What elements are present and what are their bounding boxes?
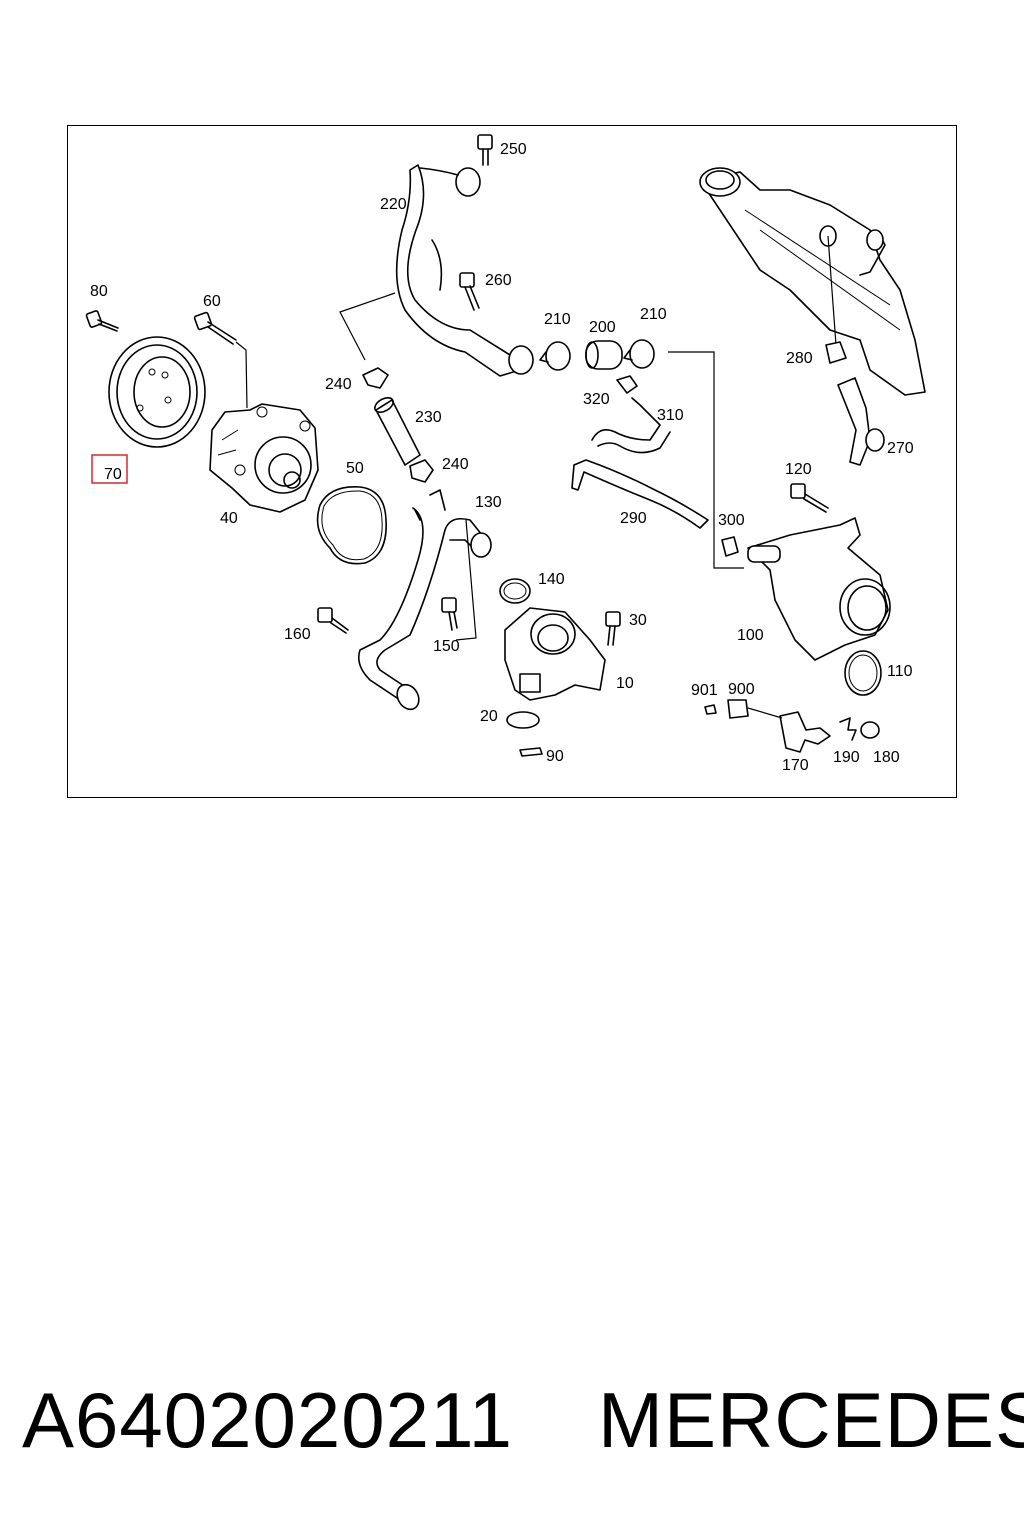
callout-170: 170 <box>782 757 809 774</box>
callout-140: 140 <box>538 571 565 588</box>
callout-901: 901 <box>691 682 718 699</box>
callout-120: 120 <box>785 461 812 478</box>
clip-240-a <box>362 367 389 389</box>
pulley-70 <box>108 336 206 448</box>
pipe-130 <box>357 489 492 711</box>
bolt-80 <box>85 310 119 332</box>
pipe-assembly-270 <box>699 167 926 466</box>
bolt-60 <box>193 311 248 409</box>
callout-310: 310 <box>657 407 684 424</box>
callout-240-b: 240 <box>442 456 469 473</box>
callout-270: 270 <box>887 440 914 457</box>
clip-240-b <box>409 459 434 483</box>
callout-290: 290 <box>620 510 647 527</box>
callout-180: 180 <box>873 749 900 766</box>
clip-300 <box>721 536 739 557</box>
clip-190 <box>839 717 857 741</box>
callout-90: 90 <box>546 748 564 765</box>
callout-230: 230 <box>415 409 442 426</box>
bolt-150 <box>441 597 458 631</box>
bolt-30 <box>605 611 621 646</box>
callout-50: 50 <box>346 460 364 477</box>
hose-200 <box>585 340 623 370</box>
thermostat-housing-10 <box>504 607 606 701</box>
callout-300: 300 <box>718 512 745 529</box>
callout-220: 220 <box>380 196 407 213</box>
washer-180 <box>860 721 880 739</box>
o-ring-110 <box>844 650 882 696</box>
diagram-frame <box>67 125 957 798</box>
callout-250: 250 <box>500 141 527 158</box>
parts-diagram: 80 60 70 40 50 220 250 260 240 230 240 2… <box>85 134 926 774</box>
callout-60: 60 <box>203 293 221 310</box>
bolt-260 <box>459 272 480 311</box>
callout-320: 320 <box>583 391 610 408</box>
pipe-220 <box>339 164 534 377</box>
clip-280 <box>825 235 847 364</box>
hose-290 <box>571 459 709 529</box>
gasket-50 <box>316 486 387 565</box>
bolt-160 <box>317 607 349 634</box>
callout-900: 900 <box>728 681 755 698</box>
callout-210-b: 210 <box>640 306 667 323</box>
hose-230 <box>374 396 421 466</box>
callout-210-a: 210 <box>544 311 571 328</box>
outlet-housing-100 <box>747 517 891 661</box>
callout-70: 70 <box>104 466 122 483</box>
callout-110: 110 <box>887 663 913 680</box>
callout-80: 80 <box>90 283 108 300</box>
callout-100: 100 <box>737 627 764 644</box>
o-ring-20 <box>506 711 540 729</box>
callout-160: 160 <box>284 626 311 643</box>
clip-320 <box>616 375 638 394</box>
callout-20: 20 <box>480 708 498 725</box>
clamp-210-b <box>623 339 655 369</box>
plug-901 <box>704 704 717 715</box>
clamp-210-a <box>539 341 571 371</box>
footer: A6402020211 MERCEDES <box>0 1375 1024 1465</box>
callout-150: 150 <box>433 638 460 655</box>
callout-10: 10 <box>616 675 634 692</box>
callout-30: 30 <box>629 612 647 629</box>
callout-190: 190 <box>833 749 860 766</box>
connector-900 <box>727 699 749 719</box>
brand-name: MERCEDES <box>598 1376 1024 1464</box>
callout-40: 40 <box>220 510 238 527</box>
bolt-250 <box>477 134 493 166</box>
bolt-120 <box>790 483 829 513</box>
hose-310 <box>591 397 671 454</box>
sensor-170 <box>747 707 831 753</box>
highlight-box-70 <box>91 454 128 484</box>
pin-90 <box>519 747 543 757</box>
callout-200: 200 <box>589 319 616 336</box>
part-number: A6402020211 <box>22 1376 514 1464</box>
callout-260: 260 <box>485 272 512 289</box>
callout-240-a: 240 <box>325 376 352 393</box>
o-ring-140 <box>499 578 531 604</box>
water-pump-40 <box>209 403 319 513</box>
callout-280: 280 <box>786 350 813 367</box>
callout-130: 130 <box>475 494 502 511</box>
